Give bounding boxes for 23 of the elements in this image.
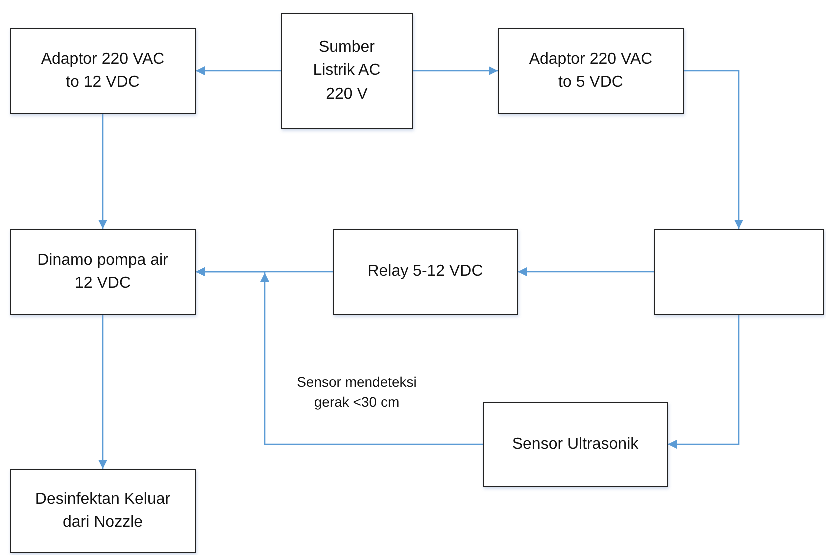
arrow [98,315,108,469]
process-box [498,28,684,114]
arrow [98,114,108,229]
process-box [10,229,196,315]
process-box [281,13,413,129]
arrow [684,70,744,229]
process-box [10,28,196,114]
box-label: Relay 5-12 VDC [368,262,484,282]
box-label: Adaptor 220 VAC to 5 VDC [528,50,654,93]
arrow [668,315,740,449]
box-label: Sumber Listrik AC 220 V [312,38,382,105]
process-box [10,469,196,553]
box-label: Dinamo pompa air 12 VDC [36,250,170,294]
arrow [518,268,654,276]
box-label: Adaptor 220 VAC to 12 VDC [40,50,166,93]
box-label: Desinfektan Keluar dari Nozzle [34,490,172,533]
process-box [333,229,518,315]
process-box [654,229,824,315]
arrow [196,268,483,446]
arrow [196,66,281,76]
arrow [413,66,498,76]
process-box [483,402,668,487]
box-label: Sensor Ultrasonik [512,434,639,455]
